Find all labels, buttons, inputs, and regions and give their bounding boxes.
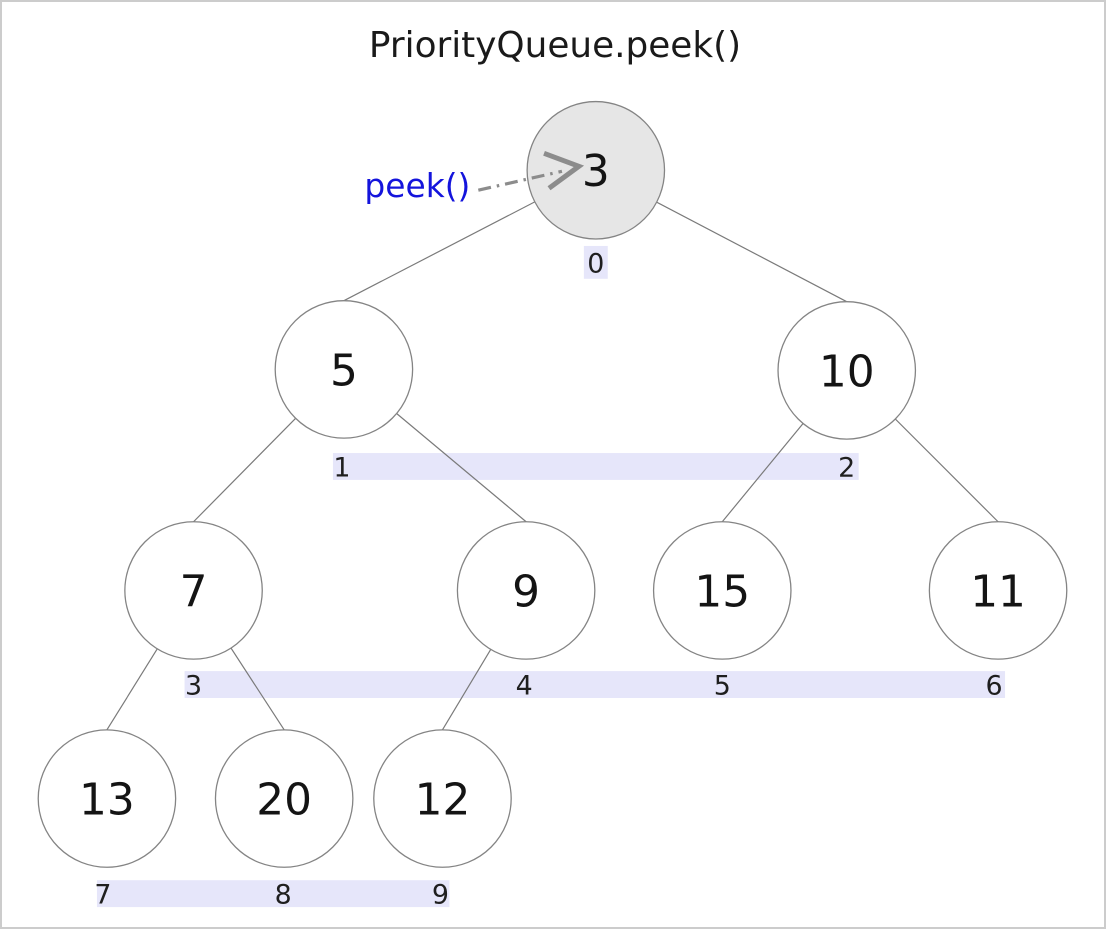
heap-node-value-4: 9: [512, 566, 540, 617]
heap-node-0: [526, 100, 666, 240]
heap-node-value-7: 13: [79, 774, 135, 825]
peek-label: peek(): [364, 167, 470, 205]
heap-node-value-8: 20: [256, 774, 312, 825]
heap-node-value-9: 12: [415, 774, 471, 825]
heap-node-8: [214, 729, 354, 868]
index-label-7: 7: [94, 880, 111, 911]
heap-node-6: [928, 521, 1068, 660]
index-label-5: 5: [714, 671, 731, 702]
index-bar-level-0: [583, 245, 608, 279]
index-label-4: 4: [516, 671, 533, 702]
heap-node-value-6: 11: [970, 566, 1026, 617]
figure-title: PriorityQueue.peek(): [369, 25, 741, 66]
index-label-9: 9: [432, 880, 449, 911]
index-label-1: 1: [333, 452, 350, 483]
index-bar-level-2: [184, 671, 1006, 698]
index-label-0: 0: [587, 248, 604, 279]
index-label-2: 2: [838, 452, 855, 483]
heap-node-9: [373, 729, 512, 868]
heap-node-value-5: 15: [694, 566, 750, 617]
index-label-8: 8: [275, 880, 292, 911]
heap-node-value-1: 5: [330, 345, 358, 396]
index-label-3: 3: [185, 671, 202, 702]
heap-node-7: [37, 729, 177, 868]
heap-node-value-2: 10: [819, 346, 875, 397]
index-bar-level-1: [332, 453, 859, 480]
index-bar-level-3: [96, 880, 450, 908]
heap-node-value-3: 7: [180, 566, 208, 617]
peek-arrow-head-icon: [543, 151, 585, 191]
peek-annotation: peek(): [364, 151, 585, 205]
heap-node-value-0: 3: [582, 146, 610, 197]
heap-node-5: [652, 521, 792, 660]
heap-node-4: [456, 521, 596, 660]
index-label-6: 6: [986, 671, 1003, 702]
heap-node-3: [124, 521, 263, 660]
heap-node-2: [777, 301, 917, 440]
heap-node-1: [274, 300, 414, 439]
